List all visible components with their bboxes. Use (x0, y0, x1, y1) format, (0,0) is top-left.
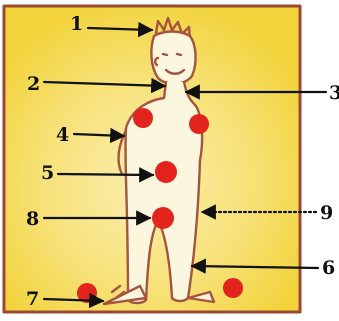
label-9: 9 (320, 202, 333, 224)
label-7: 7 (26, 288, 39, 310)
point-6-marker (223, 278, 243, 298)
point-4-marker (133, 108, 153, 128)
label-2: 2 (27, 73, 40, 95)
point-8-marker (152, 207, 174, 229)
label-3: 3 (329, 82, 339, 104)
label-5: 5 (41, 162, 54, 184)
label-1: 1 (70, 13, 83, 35)
point-3-marker (189, 114, 209, 134)
label-6: 6 (322, 257, 335, 279)
point-5-marker (155, 161, 177, 183)
label-8: 8 (26, 208, 39, 230)
label-4: 4 (56, 124, 69, 146)
arrow-5 (58, 174, 153, 175)
